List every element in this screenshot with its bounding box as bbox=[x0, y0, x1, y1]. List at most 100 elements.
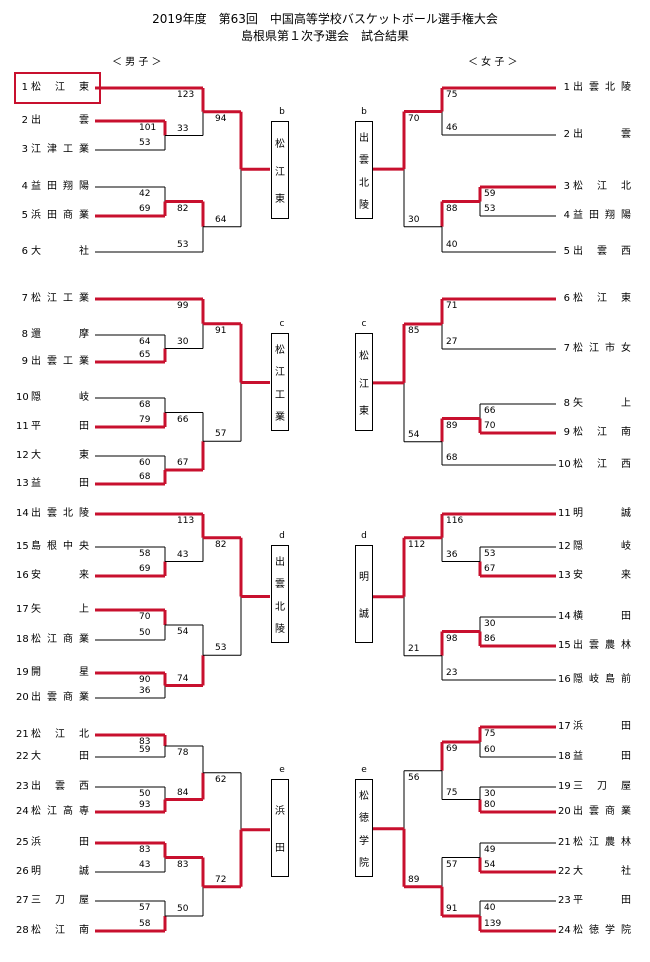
girls-block-e-m1-score-top: 75 bbox=[484, 729, 496, 739]
team-number: 23 bbox=[16, 781, 29, 792]
girls-block-b-n2-score-bot: 40 bbox=[446, 240, 458, 250]
team-name: 出雲農林 bbox=[573, 640, 631, 651]
girls-block-b-m1-score-top: 59 bbox=[484, 189, 496, 199]
team-name: 隠岐 bbox=[31, 392, 89, 403]
girls-block-e-m4-score-bot: 139 bbox=[484, 919, 502, 929]
winner-char: 松 bbox=[275, 138, 285, 150]
title-line-2: 島根県第１次予選会 試合結果 bbox=[240, 29, 409, 43]
girls-block-e-final-score-top: 56 bbox=[408, 772, 420, 783]
winner-char: 業 bbox=[275, 411, 285, 423]
boys-block-d-m1-score-top: 58 bbox=[139, 549, 151, 559]
team-number: 20 bbox=[558, 806, 571, 817]
team-number: 3 bbox=[21, 144, 28, 155]
boys-block-winner-b: 松江東 bbox=[271, 121, 289, 219]
girls-block-b-n1-score-top: 75 bbox=[446, 90, 458, 100]
girls-block-label-c: c bbox=[361, 319, 367, 329]
boys-block-b-m1-score-bot: 53 bbox=[139, 138, 151, 148]
winner-char: 工 bbox=[275, 389, 285, 401]
team-name: 出雲 bbox=[573, 129, 631, 140]
boys-block-e-m3-score-bot: 43 bbox=[139, 860, 151, 870]
team-number: 14 bbox=[558, 611, 571, 622]
girls-block-b-m1-score-bot: 53 bbox=[484, 204, 496, 214]
team-name: 大社 bbox=[573, 866, 631, 877]
team-number: 9 bbox=[563, 427, 570, 438]
team-number: 26 bbox=[16, 866, 29, 877]
team-number: 19 bbox=[558, 781, 571, 792]
team-name: 三刀屋 bbox=[573, 781, 631, 792]
team-number: 2 bbox=[21, 115, 28, 126]
team-number: 4 bbox=[563, 210, 570, 221]
boys-block-c-m2-score-top: 68 bbox=[139, 400, 151, 410]
girls-block-label-d: d bbox=[361, 531, 367, 541]
team-number: 12 bbox=[16, 450, 29, 461]
team-number: 19 bbox=[16, 667, 29, 678]
girls-block-label-e: e bbox=[361, 765, 367, 775]
team-name: 浜田 bbox=[573, 721, 631, 732]
winner-char: 北 bbox=[359, 177, 369, 189]
boys-block-b-final-score-top: 94 bbox=[215, 113, 227, 124]
winner-char: 江 bbox=[275, 166, 285, 178]
team-name: 江津工業 bbox=[31, 144, 89, 155]
boys-block-d-m1-score-bot: 69 bbox=[139, 564, 151, 574]
girls-block-e-n2-score-top: 57 bbox=[446, 859, 458, 870]
team-number: 7 bbox=[21, 293, 28, 304]
boys-block-b-m1-score-top: 101 bbox=[139, 123, 157, 133]
team-number: 23 bbox=[558, 895, 571, 906]
girls-block-b-n2-score-top: 88 bbox=[446, 203, 458, 214]
boys-block-d-n2-score-bot: 74 bbox=[177, 673, 189, 684]
team-name: 松江東 bbox=[31, 82, 89, 93]
boys-block-c-m1-score-top: 64 bbox=[139, 337, 151, 347]
boys-block-c-final-score-bot: 57 bbox=[215, 429, 227, 440]
girls-block-c-n2-score-bot: 68 bbox=[446, 453, 458, 463]
team-number: 17 bbox=[558, 721, 571, 732]
team-name: 矢上 bbox=[573, 398, 631, 409]
team-name: 出雲西 bbox=[573, 246, 631, 257]
team-name: 開星 bbox=[31, 667, 89, 678]
team-number: 6 bbox=[21, 246, 28, 257]
team-number: 13 bbox=[16, 478, 29, 489]
boys-block-e-m1-score-top: 83 bbox=[139, 737, 151, 747]
boys-block-c-m1-score-bot: 65 bbox=[139, 350, 151, 360]
boys-block-c-n1-score-bot: 30 bbox=[177, 336, 189, 347]
team-name: 隠岐島前 bbox=[573, 674, 631, 685]
boys-block-label-e: e bbox=[279, 765, 285, 775]
winner-char: 出 bbox=[359, 133, 369, 145]
team-number: 7 bbox=[563, 343, 570, 354]
girls-block-d-final-score-top: 112 bbox=[408, 539, 426, 550]
team-name: 松江高専 bbox=[31, 806, 89, 817]
boys-block-label-d: d bbox=[279, 531, 285, 541]
winner-char: 東 bbox=[359, 406, 369, 418]
team-name: 出雲北陵 bbox=[573, 82, 631, 93]
team-name: 浜田商業 bbox=[31, 210, 89, 221]
girls-block-d-n1-score-top: 116 bbox=[446, 516, 464, 526]
girls-block-c-n2-score-top: 89 bbox=[446, 420, 458, 431]
team-number: 1 bbox=[21, 82, 28, 93]
team-name: 松江南 bbox=[573, 427, 631, 438]
team-name: 三刀屋 bbox=[31, 895, 89, 906]
girls-block-d-m2-score-bot: 86 bbox=[484, 634, 496, 644]
boys-block-d-n1-score-bot: 43 bbox=[177, 549, 189, 560]
girls-block-d-m2-score-top: 30 bbox=[484, 619, 496, 629]
team-number: 21 bbox=[558, 837, 571, 848]
girls-block-e-m2-score-top: 30 bbox=[484, 789, 496, 799]
boys-block-d-n1-score-top: 113 bbox=[177, 516, 195, 526]
boys-block-c-m2-score-bot: 79 bbox=[139, 415, 151, 425]
boys-block-e-m4-score-bot: 58 bbox=[139, 919, 151, 929]
